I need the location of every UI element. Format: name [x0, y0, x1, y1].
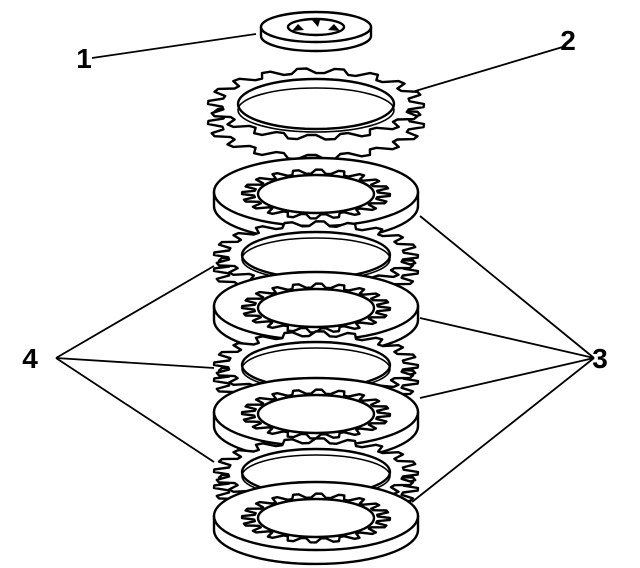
leader-line: [419, 215, 595, 359]
callout-label-2: 2: [560, 25, 576, 56]
leader-line: [419, 317, 595, 359]
plate-bore: [256, 497, 376, 539]
callout-label-3: 3: [592, 343, 608, 374]
leader-line: [419, 357, 595, 399]
callout-label-4: 4: [22, 343, 38, 374]
washer-tab: [328, 24, 340, 31]
washer-tab: [312, 20, 320, 27]
callout-label-1: 1: [76, 43, 92, 74]
leader-line: [55, 357, 215, 369]
leader-line: [411, 45, 567, 93]
plate-bore: [256, 173, 376, 215]
plate-bore: [256, 287, 376, 329]
clutch-plate-4: [212, 480, 420, 566]
bore-inner-lip: [237, 87, 395, 133]
leader-line: [55, 265, 215, 359]
leader-line: [55, 357, 215, 463]
clutch-plate-1: [212, 156, 420, 242]
leader-line: [411, 357, 595, 503]
plate-bore: [256, 393, 376, 435]
washer-tab: [292, 24, 304, 31]
washer-hole: [286, 17, 346, 37]
plate-bore: [236, 77, 396, 131]
thrust-washer: [259, 10, 373, 53]
gear-plate-1: [206, 67, 426, 161]
leader-line: [91, 33, 257, 59]
